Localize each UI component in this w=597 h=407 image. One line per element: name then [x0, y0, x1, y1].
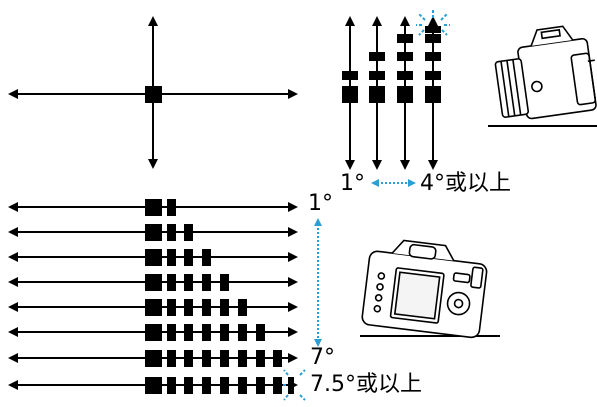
roll-min-label: 1° [308, 191, 333, 216]
pitch-indicator-2 [369, 15, 385, 170]
camera-side-tilted-icon [488, 25, 597, 127]
blink-sparkle-icon [416, 8, 450, 36]
blink-sparkle-icon [281, 369, 306, 401]
cross-level-indicator [8, 15, 298, 169]
pitch-indicator-1 [342, 15, 358, 170]
pitch-indicator-3 [397, 15, 413, 170]
pitch-max-label: 4°或以上 [420, 171, 511, 196]
pitch-min-label: 1° [340, 171, 365, 196]
roll-seventh-label: 7° [310, 345, 335, 370]
roll-indicators [8, 199, 306, 401]
pitch-indicator-4 [416, 8, 450, 170]
camera-back-tilted-icon [360, 239, 500, 339]
pitch-indicators [342, 8, 450, 170]
roll-max-label: 7.5°或以上 [310, 372, 422, 397]
